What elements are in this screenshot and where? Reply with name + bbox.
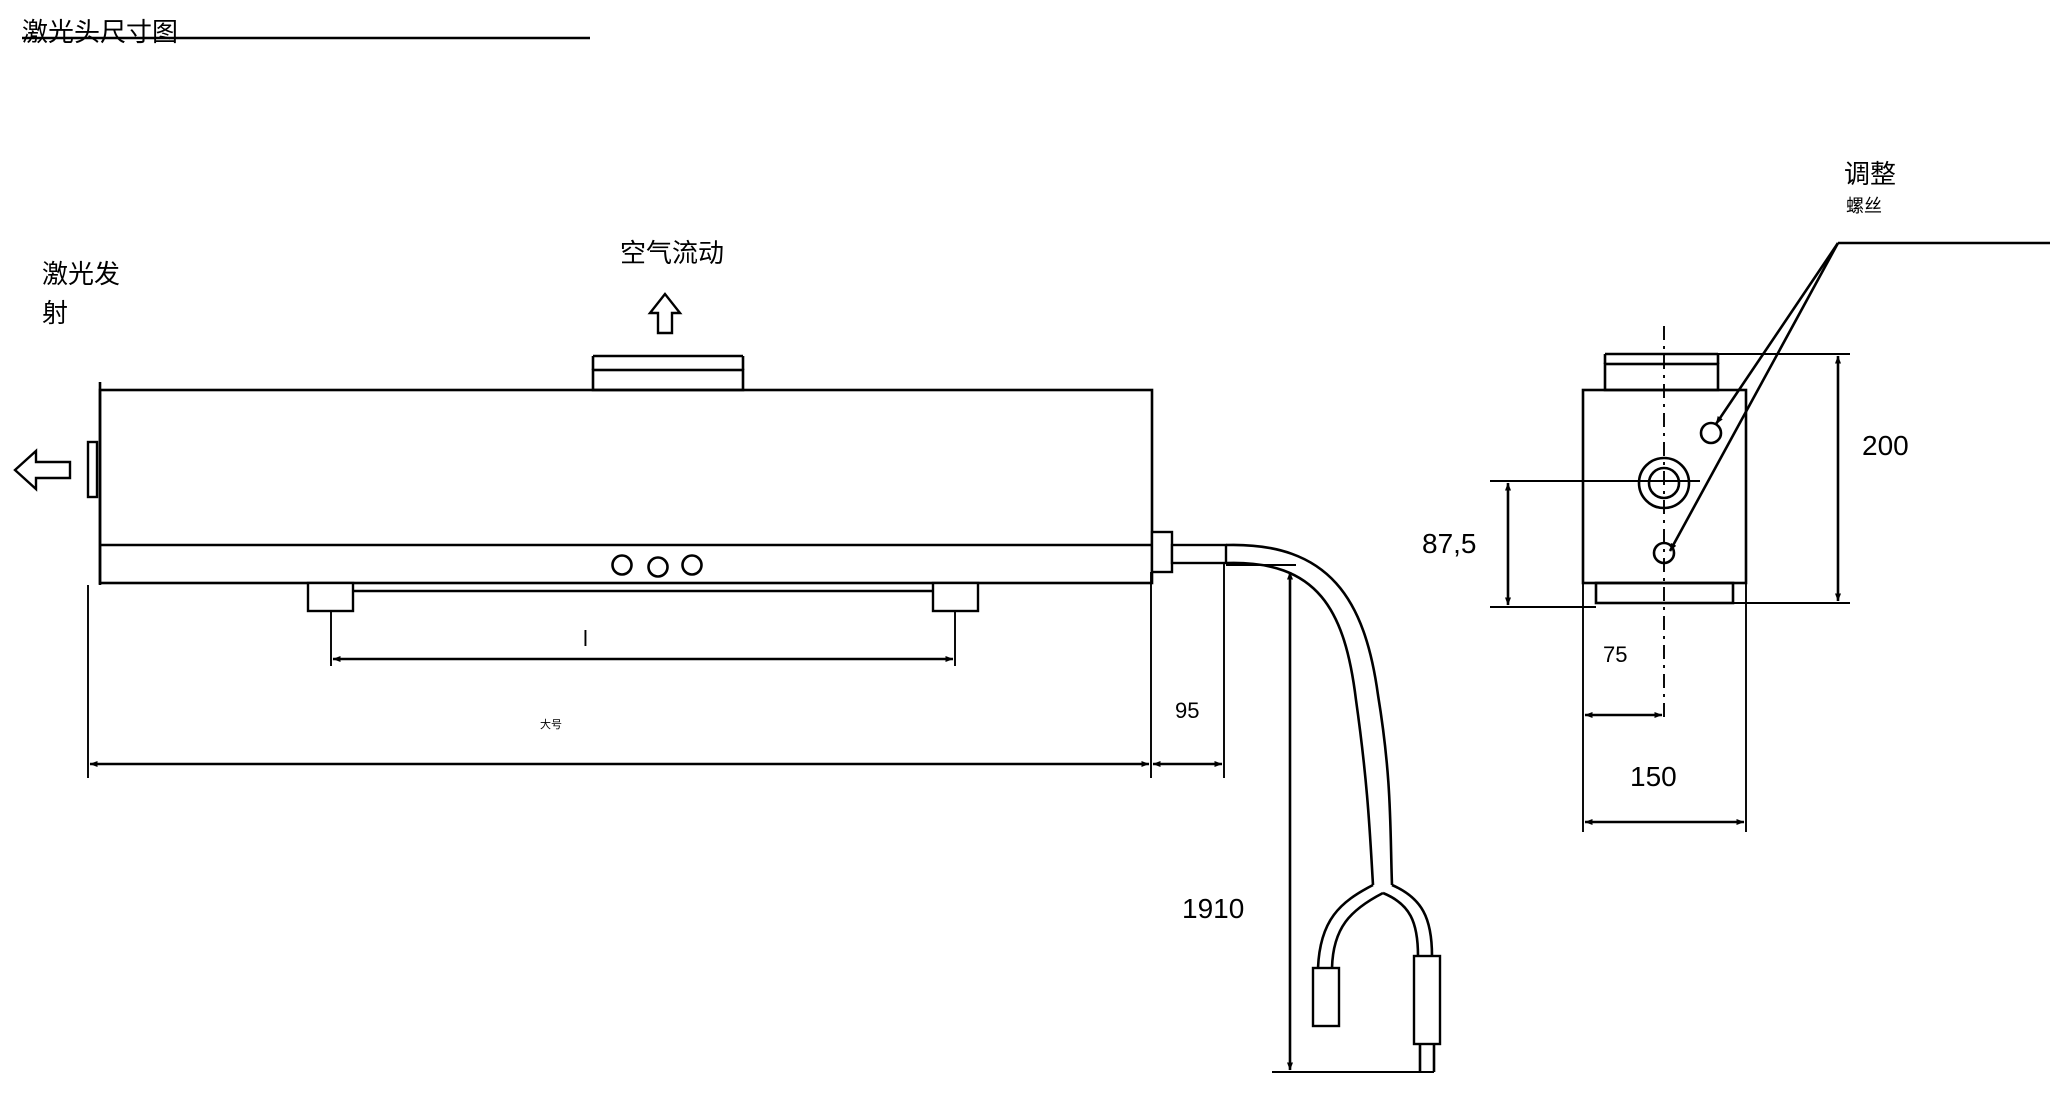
cable-branch-right-outer <box>1391 883 1434 957</box>
adjust-leader-upper <box>1714 242 1840 425</box>
mount-foot-right <box>931 581 980 613</box>
cable-gland-sleeve <box>1170 543 1228 565</box>
adjust-leader-lower <box>1668 242 1840 552</box>
center-height-label: 87,5 <box>1422 528 1477 559</box>
air-flow-arrow-icon <box>647 292 683 335</box>
side-bottom-plate <box>1594 581 1735 605</box>
drawing-title: 激光头尺寸图 <box>22 18 178 48</box>
beam-aperture-outer <box>1637 456 1691 510</box>
air-outlet-base <box>591 368 745 392</box>
cable-branch-left-outer <box>1316 883 1374 969</box>
body-hole-2 <box>647 556 669 578</box>
side-height-label: 200 <box>1862 430 1909 461</box>
cable-branch-right-inner <box>1382 891 1420 957</box>
air-flow-label: 空气流动 <box>620 239 724 269</box>
laser-emission-label-line2: 射 <box>42 299 68 329</box>
cable-outer-edge <box>1225 543 1394 886</box>
body-hole-1 <box>611 554 633 576</box>
mount-foot-left <box>306 581 355 613</box>
side-top-cap <box>1603 362 1720 392</box>
laser-emission-label-line1: 激光发 <box>42 260 120 290</box>
mount-distance-label: l <box>583 626 588 651</box>
cable-inner-edge <box>1225 561 1375 886</box>
front-view: 激光发 射 空气流动 l 大号 <box>13 239 1442 1073</box>
connector-left <box>1311 966 1341 1028</box>
cable-branch-left-inner <box>1330 891 1384 969</box>
cable-gland <box>1150 530 1174 574</box>
laser-window <box>86 440 99 499</box>
adjust-screw-lower <box>1652 541 1676 565</box>
half-width-label: 75 <box>1603 642 1627 667</box>
connector-right <box>1412 954 1442 1046</box>
beam-aperture-inner <box>1647 466 1681 500</box>
laser-emission-arrow-icon <box>13 448 72 492</box>
nozzle-offset-label: 95 <box>1175 698 1199 723</box>
adjust-screw-upper <box>1699 421 1723 445</box>
laser-head-body <box>98 388 1154 585</box>
side-view: 调整 螺丝 200 87,5 <box>1422 160 2050 832</box>
adjust-screw-label-line2: 螺丝 <box>1846 196 1882 217</box>
title-block: 激光头尺寸图 <box>22 18 590 48</box>
width-label: 150 <box>1630 761 1677 792</box>
size-tag: 大号 <box>540 717 562 731</box>
adjust-screw-label-line1: 调整 <box>1844 160 1896 190</box>
cable-length-label: 1910 <box>1182 893 1244 924</box>
body-hole-3 <box>681 554 703 576</box>
